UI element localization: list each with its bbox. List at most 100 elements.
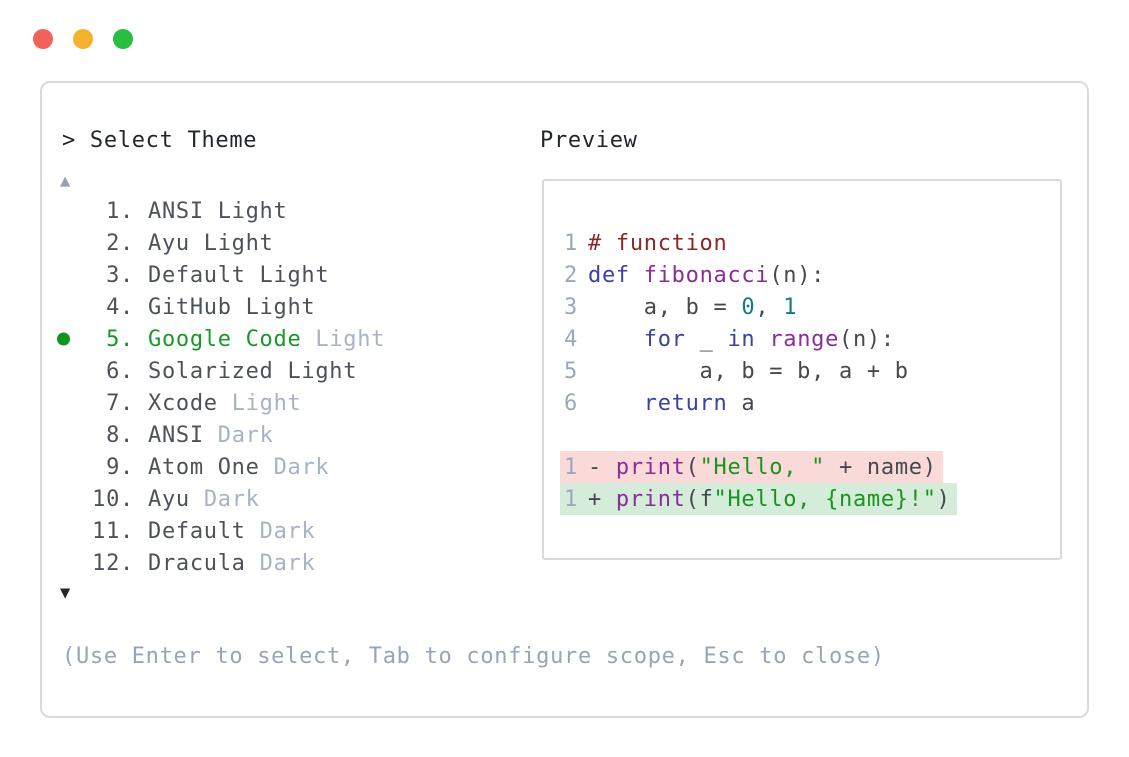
diff-removed-line: 1- print("Hello, " + name) [560,451,1060,483]
item-variant: Dark [273,454,330,480]
item-name: ANSI [148,422,204,448]
line-number: 2 [564,262,578,288]
theme-list-item[interactable]: 9. Atom One Dark [42,451,385,483]
code-token: "Hello, {name}!" [713,486,937,512]
code-token: (f [685,486,714,512]
selection-bullet [42,355,78,387]
item-name: ANSI Light [148,198,288,224]
code-token [630,263,644,288]
code-token: return [643,390,728,416]
item-name: Atom One [148,454,260,480]
item-variant: Dark [259,518,316,544]
line-number: 5 [564,358,578,384]
selection-bullet [42,483,78,515]
code-token: a [727,390,756,416]
code-token: def [588,262,630,288]
item-number: 2. [106,230,134,256]
selection-bullet [42,387,78,419]
item-variant: Dark [217,422,274,448]
item-number: 4. [106,294,134,320]
item-name: Default Light [148,262,330,288]
item-number: 3. [106,262,134,288]
code-token: + [588,486,616,512]
line-number: 1 [564,486,578,512]
selection-bullet [42,451,78,483]
close-button[interactable] [33,29,53,49]
code-token: + name) [825,454,937,480]
selection-bullet [42,259,78,291]
code-token: # function [588,230,728,256]
item-name: Xcode [148,390,218,416]
code-token [588,391,644,416]
theme-list-item[interactable]: 4.GitHub Light [42,291,385,323]
theme-list-item[interactable]: 3. Default Light [42,259,385,291]
line-number: 6 [564,390,578,416]
item-variant: Light [315,326,386,352]
code-token: - [588,454,616,480]
theme-list-item[interactable]: 1. ANSI Light [42,195,385,227]
scroll-down-indicator[interactable]: ▼ [60,583,71,603]
theme-list-item[interactable]: 6.Solarized Light [42,355,385,387]
code-token: in [727,326,756,352]
diff-removed-highlight: 1- print("Hello, " + name) [560,451,943,483]
selection-bullet [42,195,78,227]
item-number: 5. [106,326,134,352]
select-theme-prompt: > Select Theme [62,128,258,153]
selection-bullet [42,323,78,355]
line-number: 3 [564,294,578,320]
theme-list: 1. ANSI Light 2. Ayu Light 3. Default Light 4.… [42,195,385,579]
code-token: 0 [741,294,756,320]
code-line: 5 a, b = b, a + b [560,355,1060,387]
line-number: 4 [564,326,578,352]
code-token: for [643,326,686,352]
code-token: a, b = b, a + b [588,358,909,384]
maximize-button[interactable] [113,29,133,49]
selection-bullet [42,291,78,323]
code-token: "Hello, " [699,454,826,480]
minimize-button[interactable] [73,29,93,49]
selection-bullet [42,227,78,259]
item-variant: Dark [203,486,260,512]
theme-list-item[interactable]: 2. Ayu Light [42,227,385,259]
code-line: 2 def fibonacci(n): [560,259,1060,291]
selection-bullet [42,515,78,547]
code-token [755,327,769,352]
code-token: (n): [769,262,826,288]
keyboard-hint: (Use Enter to select, Tab to configure s… [62,644,885,669]
diff-added-line: 1 + print(f"Hello, {name}!") [560,483,1060,515]
scroll-up-indicator[interactable]: ▲ [60,171,71,191]
item-number: 7. [106,390,134,416]
item-name: Dracula [148,550,246,576]
item-number: 9. [106,454,134,480]
item-variant: Dark [259,550,316,576]
item-number: 8. [106,422,134,448]
code-token: print [615,486,686,512]
code-line: 6 return a [560,387,1060,419]
code-token: a, b = [588,294,742,320]
code-line: 4 for _ in range(n): [560,323,1060,355]
item-number: 11. [92,518,134,544]
theme-picker-window: > Select Theme ▲ 1. ANSI Light 2. Ayu Light… [40,81,1089,718]
code-token: (n): [839,326,895,352]
item-name: Solarized Light [148,358,358,384]
theme-list-item[interactable]: 8. ANSI Dark [42,419,385,451]
preview-title: Preview [540,128,638,153]
item-name: Ayu Light [148,230,274,256]
code-token: fibonacci [643,262,770,288]
theme-list-item[interactable]: 5. Google Code Light [42,323,385,355]
item-name: Google Code [148,326,302,352]
code-token: ) [936,486,951,512]
code-token: range [769,326,840,352]
diff-added-highlight: 1 + print(f"Hello, {name}!") [560,483,957,515]
code-line: 3 a, b = 0, 1 [560,291,1060,323]
item-number: 1. [106,198,134,224]
item-name: Ayu [148,486,190,512]
code-token [588,327,644,352]
